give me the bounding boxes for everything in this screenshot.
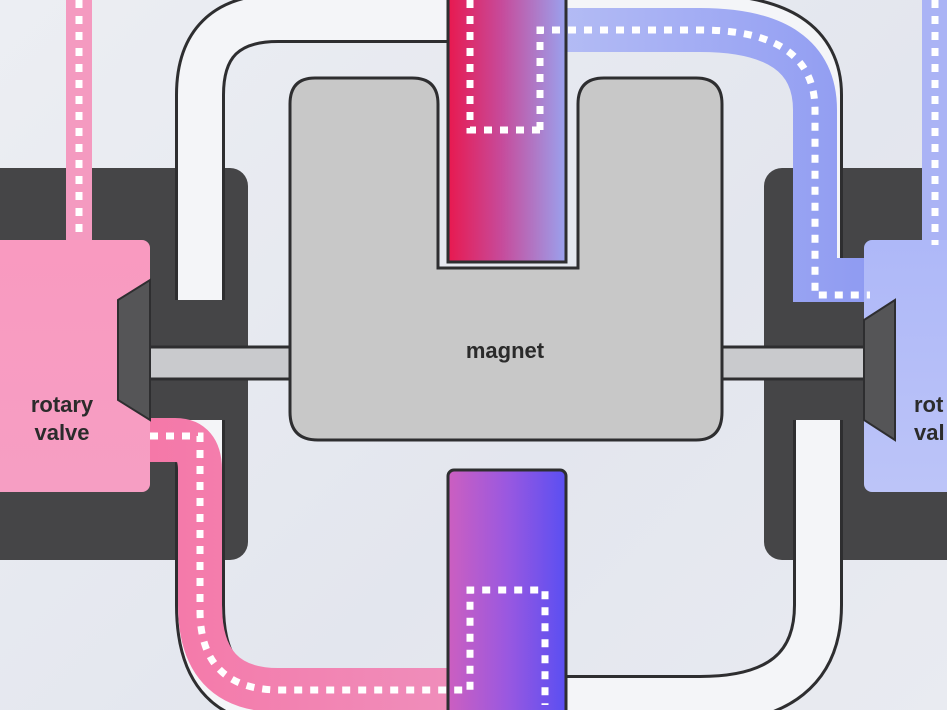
magnet-body (288, 76, 724, 442)
flow-mid-top (466, 0, 540, 134)
right-valve-label-line1: rot (914, 392, 944, 417)
flow-arrows (75, 0, 939, 705)
left-rotary-valve (0, 240, 150, 492)
left-valve-rotor (117, 278, 151, 422)
flow-hot-loop (150, 432, 549, 705)
right-valve-rotor (863, 298, 896, 442)
magnet-label: magnet (465, 338, 545, 363)
bottom-regenerator-bar (446, 468, 568, 710)
right-valve-label-line2: val (914, 420, 945, 445)
left-valve-label-line1: rotary (30, 392, 94, 417)
left-valve-label-line2: valve (34, 420, 90, 445)
